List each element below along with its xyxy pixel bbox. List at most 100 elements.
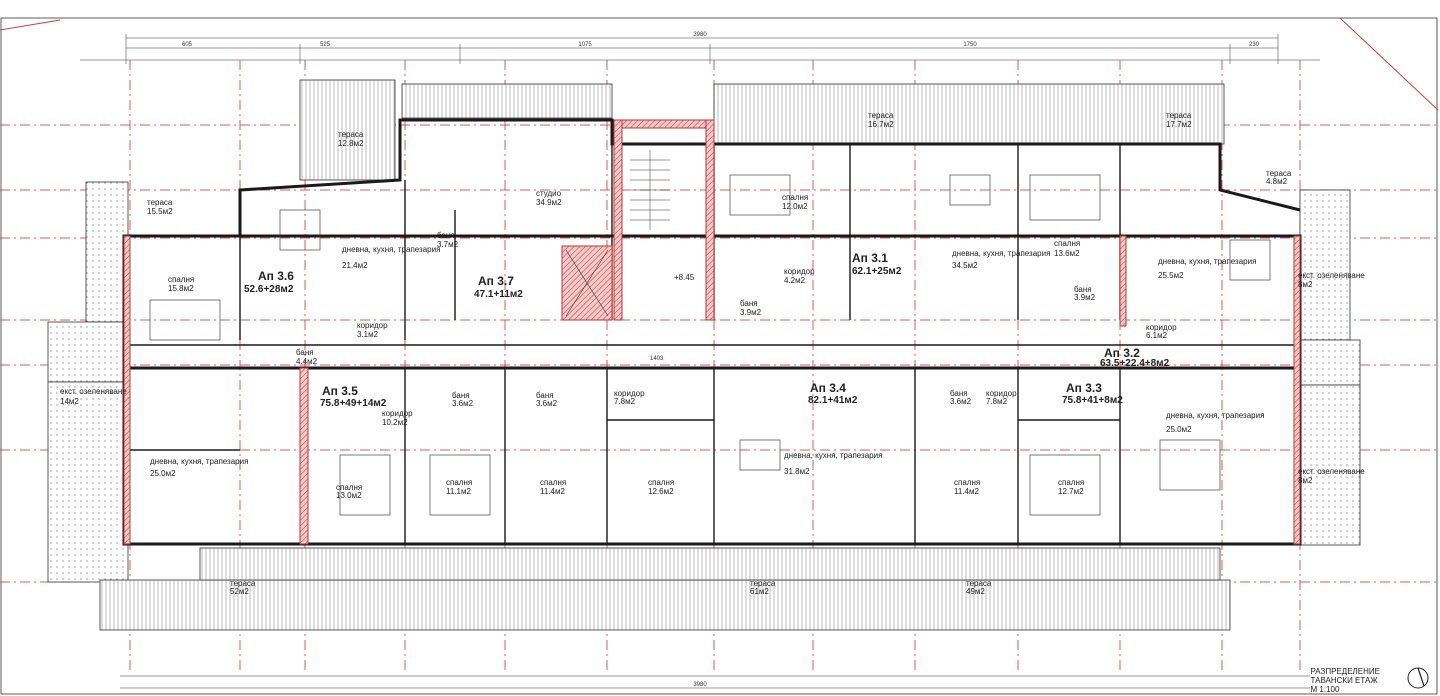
room-name: тераса — [1166, 111, 1192, 120]
room-area: 4.4м2 — [296, 357, 318, 366]
apartment-name: Ап 3.4 — [810, 381, 846, 395]
room-area: 12.8м2 — [338, 139, 364, 148]
room-name: спалня — [168, 275, 194, 284]
apartment-area: 47.1+11м2 — [474, 289, 523, 300]
room-area: 12.7м2 — [1058, 487, 1084, 496]
room-name: спалня — [446, 478, 472, 487]
exterior-label: екст. озеленяване — [1298, 271, 1365, 280]
room-name: баня — [452, 391, 470, 400]
room-name: тераса — [750, 579, 776, 588]
title-line-2: ТАВАНСКИ ЕТАЖ — [1310, 676, 1378, 685]
room-area: 16.7м2 — [868, 120, 894, 129]
room-area: 4.8м2 — [1266, 177, 1288, 186]
stair-core — [123, 119, 1301, 545]
room-name: баня — [437, 231, 455, 240]
exterior-area: 8м2 — [1298, 280, 1313, 289]
room-area: 7.8м2 — [986, 397, 1008, 406]
room-name: баня — [740, 299, 758, 308]
room-area: 11.1м2 — [446, 487, 471, 496]
room-area: 13.0м2 — [336, 491, 362, 500]
top-terraces — [47, 79, 1361, 583]
top-dimension-chain: 3980 605 525 1075 1750 230 — [80, 32, 1320, 64]
room-name: коридор — [382, 409, 413, 418]
apartment-name: Ап 3.3 — [1066, 381, 1102, 395]
corridor-dimension: 1403 — [650, 356, 664, 362]
room-name: тераса — [338, 130, 364, 139]
room-name: тераса — [868, 111, 894, 120]
room-name: коридор — [357, 321, 388, 330]
apartment-name: Ап 3.6 — [258, 269, 294, 283]
room-area: 7.8м2 — [614, 397, 636, 406]
room-area: 25.0м2 — [150, 469, 176, 478]
room-area: 34.9м2 — [536, 198, 562, 207]
title-block: РАЗПРЕДЕЛЕНИЕ ТАВАНСКИ ЕТАЖ М 1:100 — [1310, 667, 1380, 694]
apartment-name: Ап 3.1 — [852, 251, 888, 265]
title-line-3: М 1:100 — [1310, 685, 1340, 694]
room-area: 3.9м2 — [1074, 293, 1096, 302]
room-area: 11.4м2 — [954, 487, 979, 496]
title-line-1: РАЗПРЕДЕЛЕНИЕ — [1310, 667, 1380, 676]
room-area: 49м2 — [966, 587, 985, 596]
room-area: 21.4м2 — [342, 261, 368, 270]
room-name: тераса — [230, 579, 256, 588]
room-area: 3.6м2 — [536, 399, 558, 408]
dim-total-top: 3980 — [693, 32, 707, 38]
room-name: спалня — [782, 193, 808, 202]
room-name: дневна, кухня, трапезария — [1158, 257, 1256, 266]
room-area: 11.4м2 — [540, 487, 565, 496]
room-name: баня — [1074, 285, 1092, 294]
apartment-area: 75.8+41+8м2 — [1062, 395, 1123, 406]
room-area: 12.6м2 — [648, 487, 674, 496]
apartment-name: Ап 3.2 — [1104, 346, 1140, 360]
room-area: 25.0м2 — [1166, 425, 1192, 434]
room-name: коридор — [986, 389, 1017, 398]
dim-seg: 230 — [1249, 42, 1260, 48]
room-name: баня — [536, 391, 554, 400]
exterior-label: екст. озеленяване — [60, 387, 127, 396]
exterior-area: 8м2 — [1298, 476, 1313, 485]
room-area: 4.2м2 — [784, 276, 806, 285]
room-name: дневна, кухня, трапезария — [952, 249, 1050, 258]
room-name: коридор — [784, 267, 815, 276]
room-area: 34.5м2 — [952, 261, 978, 270]
room-name: дневна, кухня, трапезария — [1166, 411, 1264, 420]
exterior-area: 14м2 — [60, 397, 79, 406]
dim-seg: 1750 — [963, 42, 977, 48]
room-area: 15.8м2 — [168, 284, 194, 293]
room-area: 25.5м2 — [1158, 271, 1184, 280]
room-area: 3.1м2 — [357, 330, 379, 339]
level-mark: +8.45 — [674, 273, 695, 282]
apartment-labels: Ап 3.6 52.6+28м2 Ап 3.7 47.1+11м2 Ап 3.1… — [244, 251, 1170, 409]
room-area: 3.9м2 — [740, 308, 762, 317]
room-area: 3.7м2 — [437, 240, 459, 249]
room-name: дневна, кухня, трапезария — [784, 451, 882, 460]
interior-walls — [124, 120, 1121, 544]
room-area: 61м2 — [750, 587, 769, 596]
room-name: спалня — [648, 478, 674, 487]
apartment-area: 52.6+28м2 — [244, 284, 294, 295]
room-area: 31.8м2 — [784, 467, 810, 476]
apartment-area: 62.1+25м2 — [852, 266, 902, 277]
room-area: 3.6м2 — [452, 399, 474, 408]
room-name: баня — [950, 389, 968, 398]
drawing-frame — [0, 17, 1439, 695]
room-labels: тераса 12.8м2 тераса 15.5м2 спалня 15.8м… — [147, 111, 1292, 596]
apartment-name: Ап 3.7 — [478, 274, 514, 288]
room-area: 3.6м2 — [950, 397, 972, 406]
room-area: 52м2 — [230, 587, 249, 596]
room-area: 15.5м2 — [147, 207, 173, 216]
room-name: тераса — [147, 198, 173, 207]
room-area: 6.1м2 — [1146, 331, 1168, 340]
room-name: тераса — [1266, 169, 1292, 178]
dim-seg: 525 — [320, 42, 331, 48]
apartment-name: Ап 3.5 — [322, 384, 358, 398]
bottom-terraces — [99, 547, 1231, 631]
room-name: дневна, кухня, трапезария — [150, 457, 248, 466]
room-name: спалня — [954, 478, 980, 487]
room-name: спалня — [540, 478, 566, 487]
apartment-area: 82.1+41м2 — [808, 395, 858, 406]
room-area: 10.2м2 — [382, 418, 408, 427]
furniture — [149, 174, 1271, 516]
north-arrow-icon — [1407, 667, 1429, 689]
